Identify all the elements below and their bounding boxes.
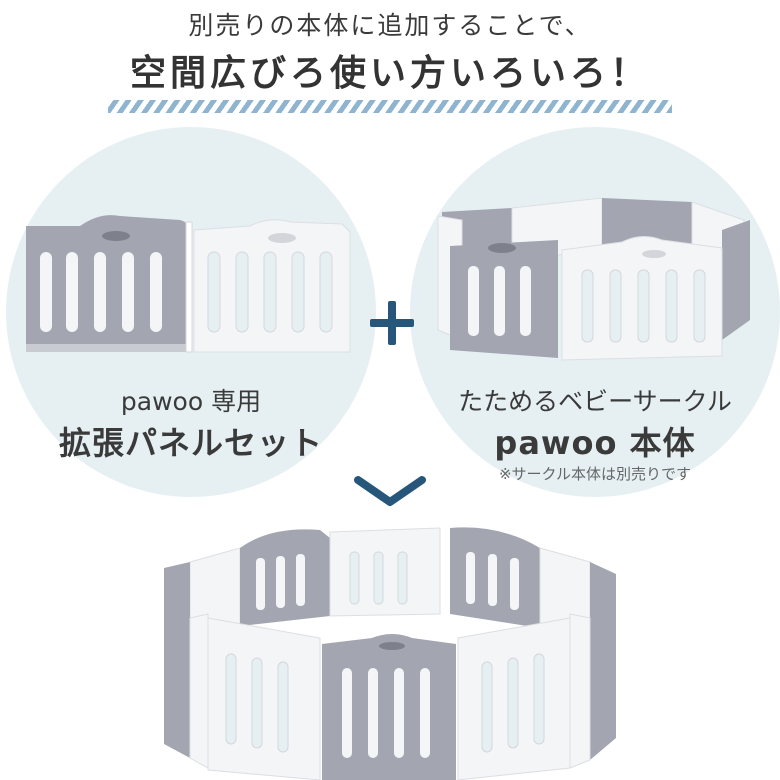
expanded-circle-image [164, 527, 616, 780]
right-label-line2: pawoo 本体 [494, 424, 696, 462]
sold-separately-note: ※サークル本体は別売りです [498, 465, 692, 483]
plus-icon [370, 301, 414, 345]
baby-circle-image [437, 197, 750, 361]
stripe-divider [108, 100, 672, 113]
header-title: 空間広びろ使い方いろいろ！ [129, 53, 650, 94]
expansion-panels-image [26, 215, 351, 353]
left-label-line2: 拡張パネルセット [58, 424, 323, 462]
header-subtitle: 別売りの本体に追加することで、 [188, 11, 592, 40]
chevron-down-icon [354, 476, 426, 506]
right-label-line1: たためるベビーサークル [458, 387, 732, 416]
left-label-line1: pawoo 専用 [120, 387, 262, 416]
